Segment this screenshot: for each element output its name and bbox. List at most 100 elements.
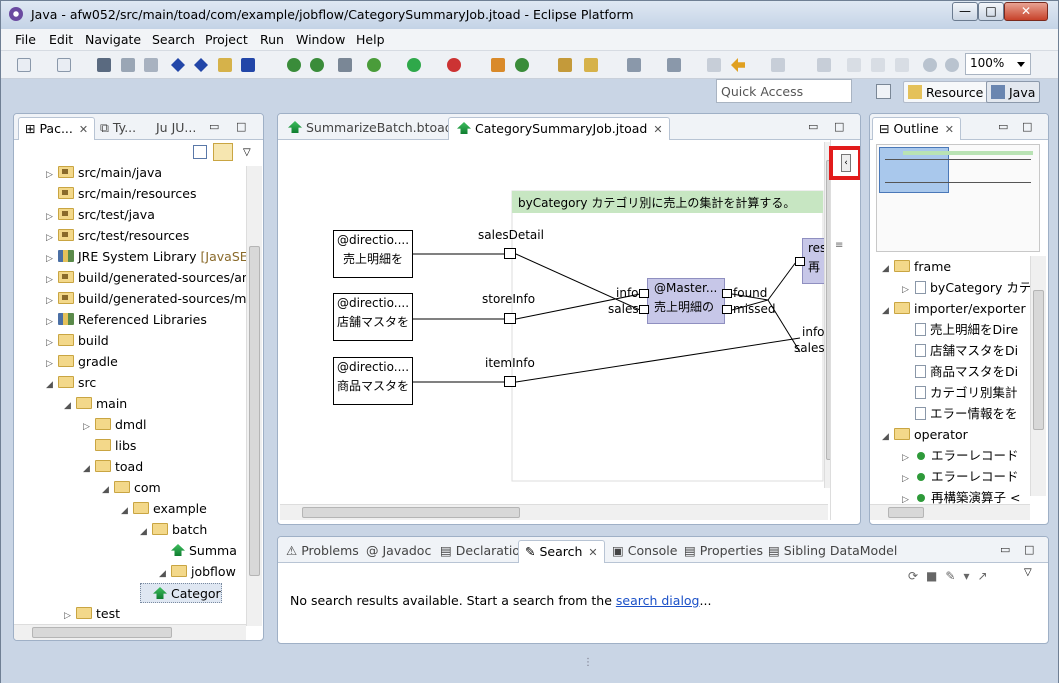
source-node-store[interactable]: @directio....店舗マスタを (333, 293, 413, 341)
chevron-down-icon[interactable]: ◢ (140, 527, 147, 537)
chevron-down-icon[interactable]: ◢ (121, 506, 128, 516)
vertical-scrollbar[interactable] (246, 166, 262, 626)
flow-port[interactable] (639, 289, 649, 298)
chevron-right-icon[interactable]: ▷ (46, 212, 53, 222)
chevron-down-icon[interactable]: ◢ (882, 264, 889, 274)
chevron-down-icon[interactable]: ◢ (64, 401, 71, 411)
run-icon[interactable] (407, 58, 421, 72)
chevron-right-icon[interactable]: ▷ (46, 359, 53, 369)
zoom-combo[interactable]: 100% (965, 53, 1031, 75)
menu-navigate[interactable]: Navigate (85, 32, 142, 47)
chevron-right-icon[interactable]: ▷ (46, 317, 53, 327)
minimize-view-icon[interactable]: ▭ (808, 120, 819, 133)
chevron-right-icon[interactable]: ▷ (46, 275, 53, 285)
tab-search[interactable]: ✎ Search✕ (518, 540, 605, 563)
flow-port[interactable] (639, 305, 649, 314)
show-palette-button[interactable]: ‹ (829, 146, 860, 180)
outline-item[interactable]: ◢frame (882, 257, 951, 277)
tree-item[interactable]: ◢example (121, 499, 207, 519)
perspective-java[interactable]: Java (986, 81, 1041, 103)
minimize-view-icon[interactable]: ▭ (1000, 543, 1011, 556)
menu-file[interactable]: File (15, 32, 36, 47)
flow-port[interactable] (504, 313, 516, 324)
save-icon[interactable] (97, 58, 111, 72)
chevron-right-icon[interactable]: ▷ (902, 285, 909, 295)
outline-thumbnail[interactable] (876, 144, 1040, 252)
flow-port[interactable] (795, 257, 805, 266)
tree-item[interactable]: ◢src (46, 373, 96, 393)
close-icon[interactable]: ✕ (653, 123, 663, 136)
minimize-view-icon[interactable]: ▭ (998, 120, 1009, 133)
pin-icon[interactable] (817, 58, 831, 72)
scroll-thumb[interactable] (1033, 290, 1044, 430)
source-node-item[interactable]: @directio....商品マスタを (333, 357, 413, 405)
new-java-icon[interactable] (515, 58, 529, 72)
search-toolbar-icons[interactable]: ⟳■✎▾↗ (908, 569, 996, 583)
menu-project[interactable]: Project (205, 32, 248, 47)
chevron-down-icon[interactable]: ◢ (159, 569, 166, 579)
outline-item[interactable]: エラー情報をを (902, 404, 1018, 424)
scroll-thumb[interactable] (32, 627, 172, 638)
redo-icon[interactable] (895, 58, 909, 72)
outline-item[interactable]: ▷byCategory カテ (902, 278, 1031, 298)
chevron-right-icon[interactable]: ▷ (902, 453, 909, 463)
wrench-icon[interactable] (218, 58, 232, 72)
outline-item[interactable]: 売上明細をDire (902, 320, 1018, 340)
chevron-right-icon[interactable]: ▷ (64, 611, 71, 621)
tree-item[interactable]: Categor (140, 583, 222, 603)
tree-item[interactable]: ▷build (46, 331, 109, 351)
chevron-down-icon[interactable]: ◢ (102, 485, 109, 495)
outline-item[interactable]: ▷エラーレコード (902, 467, 1019, 487)
flow-port[interactable] (504, 376, 516, 387)
chevron-right-icon[interactable]: ▷ (46, 296, 53, 306)
tab-sibling-datamodel[interactable]: ▤ Sibling DataModel (762, 540, 903, 563)
open-perspective-icon[interactable] (876, 84, 891, 99)
tree-item[interactable]: ▷Referenced Libraries (46, 310, 207, 330)
outline-item[interactable]: ▷再構築演算子 < (902, 488, 1020, 508)
tree-item[interactable]: ▷build/generated-sources/an (46, 268, 250, 288)
tab-outline[interactable]: ⊟ Outline✕ (872, 117, 961, 140)
tab-problems[interactable]: ⚠ Problems (280, 540, 365, 563)
view-menu-icon[interactable]: ▽ (1024, 567, 1032, 578)
chevron-right-icon[interactable]: ▷ (46, 233, 53, 243)
flow-port[interactable] (504, 248, 516, 259)
chevron-down-icon[interactable]: ◢ (83, 464, 90, 474)
flow-port[interactable] (722, 289, 732, 298)
tab-declaration[interactable]: ▤ Declaration (434, 540, 534, 563)
menu-help[interactable]: Help (356, 32, 385, 47)
perspective-resource[interactable]: Resource (903, 81, 989, 103)
menu-search[interactable]: Search (152, 32, 195, 47)
chevron-right-icon[interactable]: ▷ (46, 338, 53, 348)
tree-item[interactable]: ▷dmdl (83, 415, 147, 435)
zoom-out-icon[interactable] (945, 58, 959, 72)
horizontal-scrollbar[interactable] (870, 504, 1030, 520)
collapse-all-icon[interactable] (193, 145, 207, 159)
delete-icon[interactable] (847, 58, 861, 72)
chevron-down-icon[interactable]: ◢ (882, 432, 889, 442)
tree-item[interactable]: src/main/resources (46, 184, 196, 204)
tab-junit[interactable]: Ju JU... (150, 117, 202, 140)
flow-canvas[interactable]: byCategory カテゴリ別に売上の集計を計算する。 @directio..… (280, 142, 836, 488)
tree-item[interactable]: libs (83, 436, 136, 456)
maximize-view-icon[interactable]: □ (1024, 543, 1035, 556)
chevron-down-icon[interactable] (1017, 62, 1025, 67)
scroll-thumb[interactable] (888, 507, 924, 518)
tree-item[interactable]: ◢toad (83, 457, 143, 477)
close-icon[interactable]: ✕ (78, 123, 89, 136)
outline-item[interactable]: 商品マスタをDi (902, 362, 1018, 382)
tab-package-explorer[interactable]: ⊞ Pac...✕ (18, 117, 96, 140)
external-tools-icon[interactable] (447, 58, 461, 72)
chevron-right-icon[interactable]: ▷ (902, 495, 909, 505)
tree-item[interactable]: ▷src/main/java (46, 163, 162, 183)
tree-item[interactable]: ▷test (64, 604, 120, 624)
chevron-down-icon[interactable]: ◢ (46, 380, 53, 390)
maximize-view-icon[interactable]: □ (236, 120, 247, 133)
menu-edit[interactable]: Edit (49, 32, 74, 47)
outline-item[interactable]: ◢importer/exporter (882, 299, 1026, 319)
back-icon[interactable] (707, 58, 721, 72)
toad-deploy-icon[interactable] (241, 58, 255, 72)
prev-annotation-icon[interactable] (667, 58, 681, 72)
tree-item[interactable]: ▷JRE System Library[JavaSE (46, 247, 248, 267)
quick-access-input[interactable]: Quick Access (716, 79, 852, 103)
